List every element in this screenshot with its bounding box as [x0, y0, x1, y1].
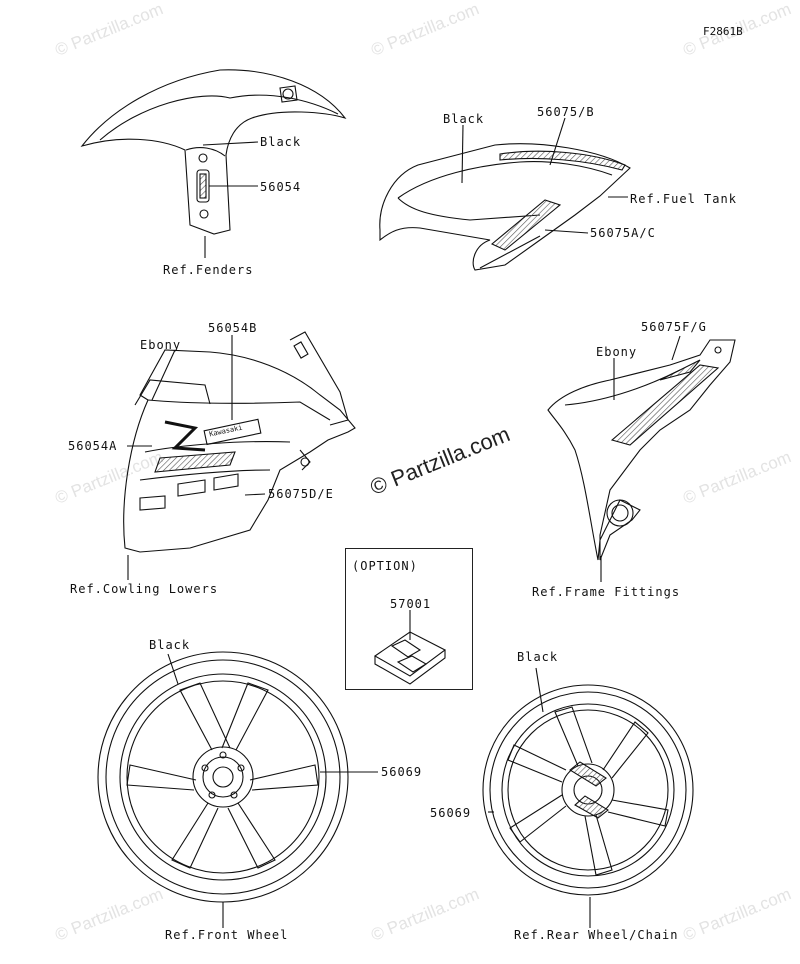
option-title: (OPTION)	[352, 559, 418, 573]
front-wheel-ref[interactable]: Ref.Front Wheel	[165, 928, 289, 942]
frame-cover-drawing	[547, 335, 736, 582]
option-box	[345, 548, 473, 690]
front-wheel-drawing	[97, 651, 378, 928]
cowling-color-label: Ebony	[140, 338, 182, 352]
rear-wheel-drawing	[482, 667, 694, 928]
cowling-part-top[interactable]: 56054B	[208, 321, 258, 335]
frame-ref[interactable]: Ref.Frame Fittings	[532, 585, 681, 599]
cowling-ref[interactable]: Ref.Cowling Lowers	[70, 582, 219, 596]
rear-wheel-part-number[interactable]: 56069	[430, 806, 472, 820]
rear-wheel-color-label: Black	[517, 650, 559, 664]
cowling-part-right[interactable]: 56075D/E	[268, 487, 334, 501]
fuel-tank-part-top[interactable]: 56075/B	[537, 105, 595, 119]
fuel-tank-cover-drawing	[379, 117, 631, 271]
fuel-tank-ref[interactable]: Ref.Fuel Tank	[630, 192, 737, 206]
option-part-number[interactable]: 57001	[390, 597, 432, 611]
figure-id: F2861B	[703, 25, 743, 38]
option-part-drawing	[373, 610, 447, 685]
fender-ref[interactable]: Ref.Fenders	[163, 263, 254, 277]
upper-cowling-drawing	[123, 331, 356, 580]
fuel-tank-part-side[interactable]: 56075A/C	[590, 226, 656, 240]
frame-part-top[interactable]: 56075F/G	[641, 320, 707, 334]
frame-color-label: Ebony	[596, 345, 638, 359]
front-wheel-part-number[interactable]: 56069	[381, 765, 423, 779]
fender-color-label: Black	[260, 135, 302, 149]
rear-wheel-ref[interactable]: Ref.Rear Wheel/Chain	[514, 928, 679, 942]
fender-part-number[interactable]: 56054	[260, 180, 302, 194]
cowling-part-left[interactable]: 56054A	[68, 439, 118, 453]
fuel-tank-color-label: Black	[443, 112, 485, 126]
front-fender-drawing	[80, 69, 347, 258]
front-wheel-color-label: Black	[149, 638, 191, 652]
